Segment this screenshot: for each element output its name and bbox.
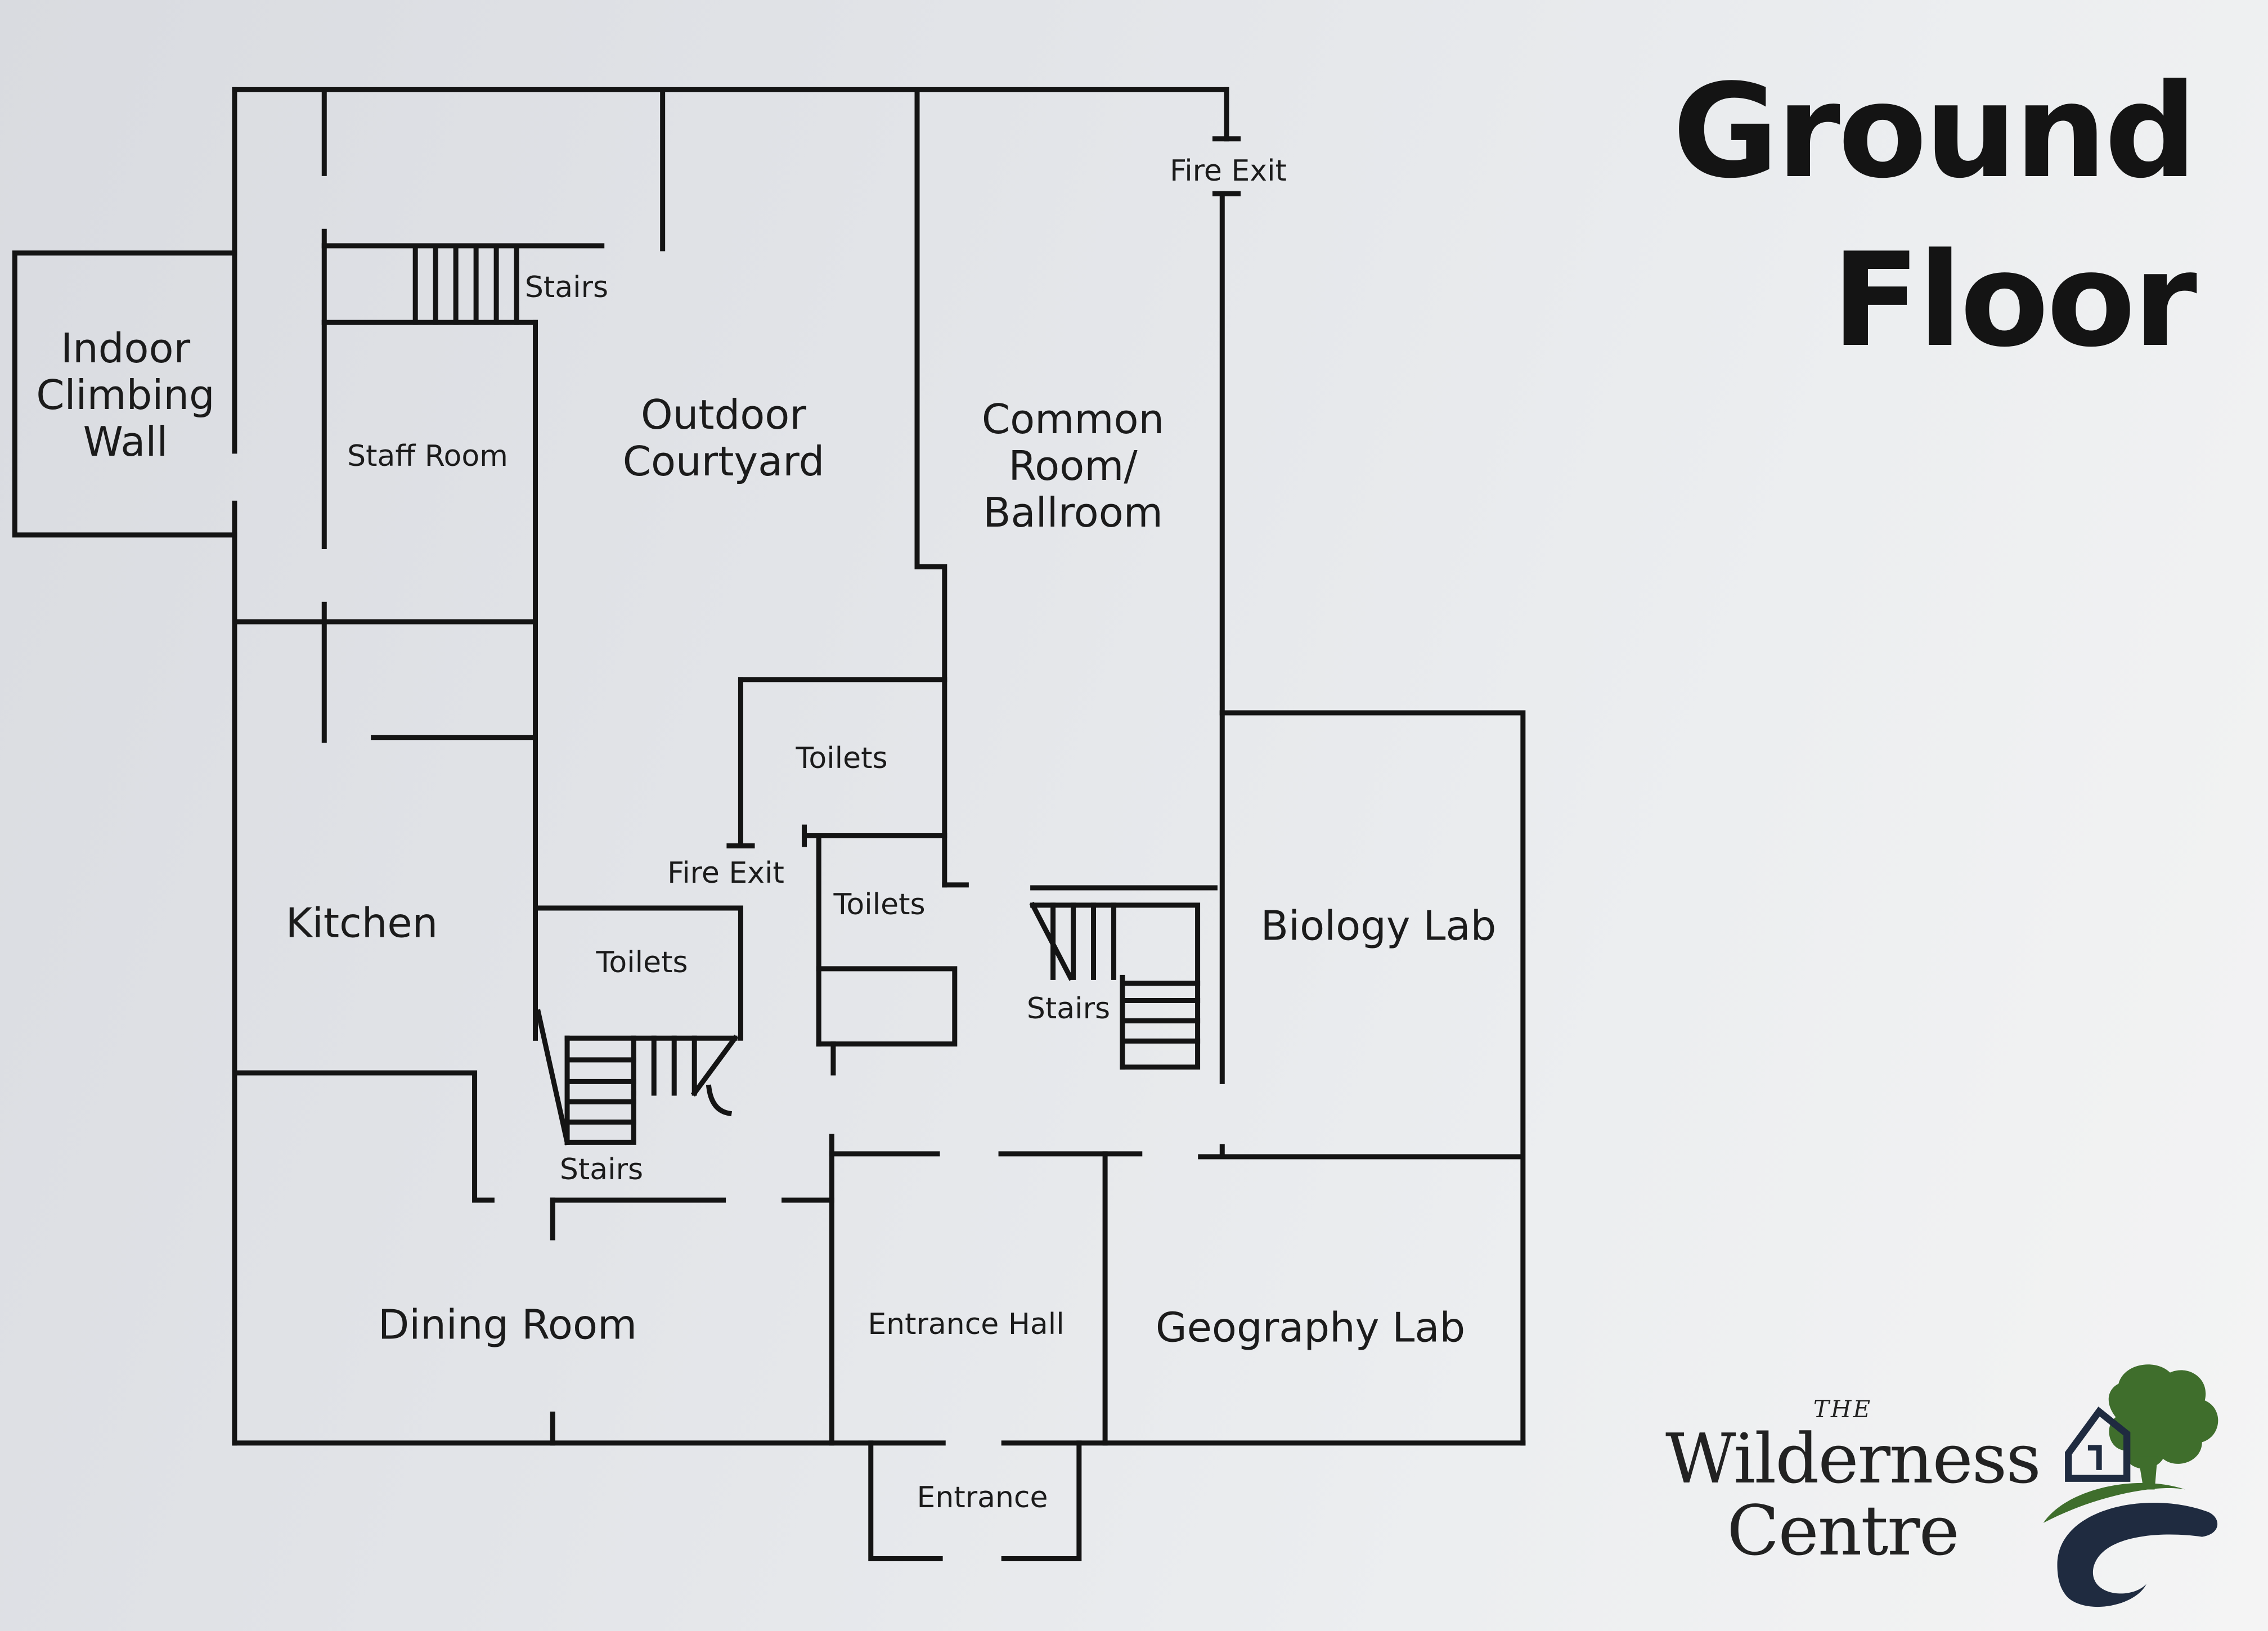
logo-name-line-1: Wilderness [1665, 1419, 2041, 1499]
room-label-staff-room: Staff Room [347, 439, 508, 474]
room-label-toilets-left: Toilets [596, 946, 688, 980]
logo-wordmark: THE Wilderness Centre [1665, 1395, 2041, 1571]
room-label-outdoor-courtyard: Outdoor Courtyard [622, 391, 825, 485]
room-label-entrance: Entrance [917, 1481, 1048, 1515]
room-label-climbing-wall: Indoor Climbing Wall [36, 324, 215, 465]
room-label-dining-room: Dining Room [378, 1301, 637, 1349]
room-label-stairs-center: Stairs [1026, 992, 1111, 1026]
room-label-biology-lab: Biology Lab [1260, 902, 1497, 950]
room-label-toilets-mid: Toilets [833, 888, 926, 922]
tree-house-logo-icon [2043, 1364, 2218, 1607]
room-label-geography-lab: Geography Lab [1155, 1304, 1466, 1351]
room-label-kitchen: Kitchen [285, 899, 438, 947]
room-label-common-room: Common Room/ Ballroom [981, 395, 1165, 536]
room-label-toilets-upper: Toilets [796, 742, 888, 776]
floor-title-line-1: Ground [1672, 57, 2197, 207]
floor-title-line-2: Floor [1831, 226, 2197, 376]
room-label-stairs-top: Stairs [524, 271, 609, 305]
logo-the: THE [1813, 1395, 1872, 1423]
room-label-stairs-left: Stairs [559, 1153, 644, 1187]
room-label-fire-exit-top: Fire Exit [1170, 154, 1287, 188]
room-label-fire-exit-mid: Fire Exit [667, 856, 784, 891]
room-label-entrance-hall: Entrance Hall [868, 1308, 1065, 1342]
logo-name-line-2: Centre [1727, 1491, 1960, 1571]
